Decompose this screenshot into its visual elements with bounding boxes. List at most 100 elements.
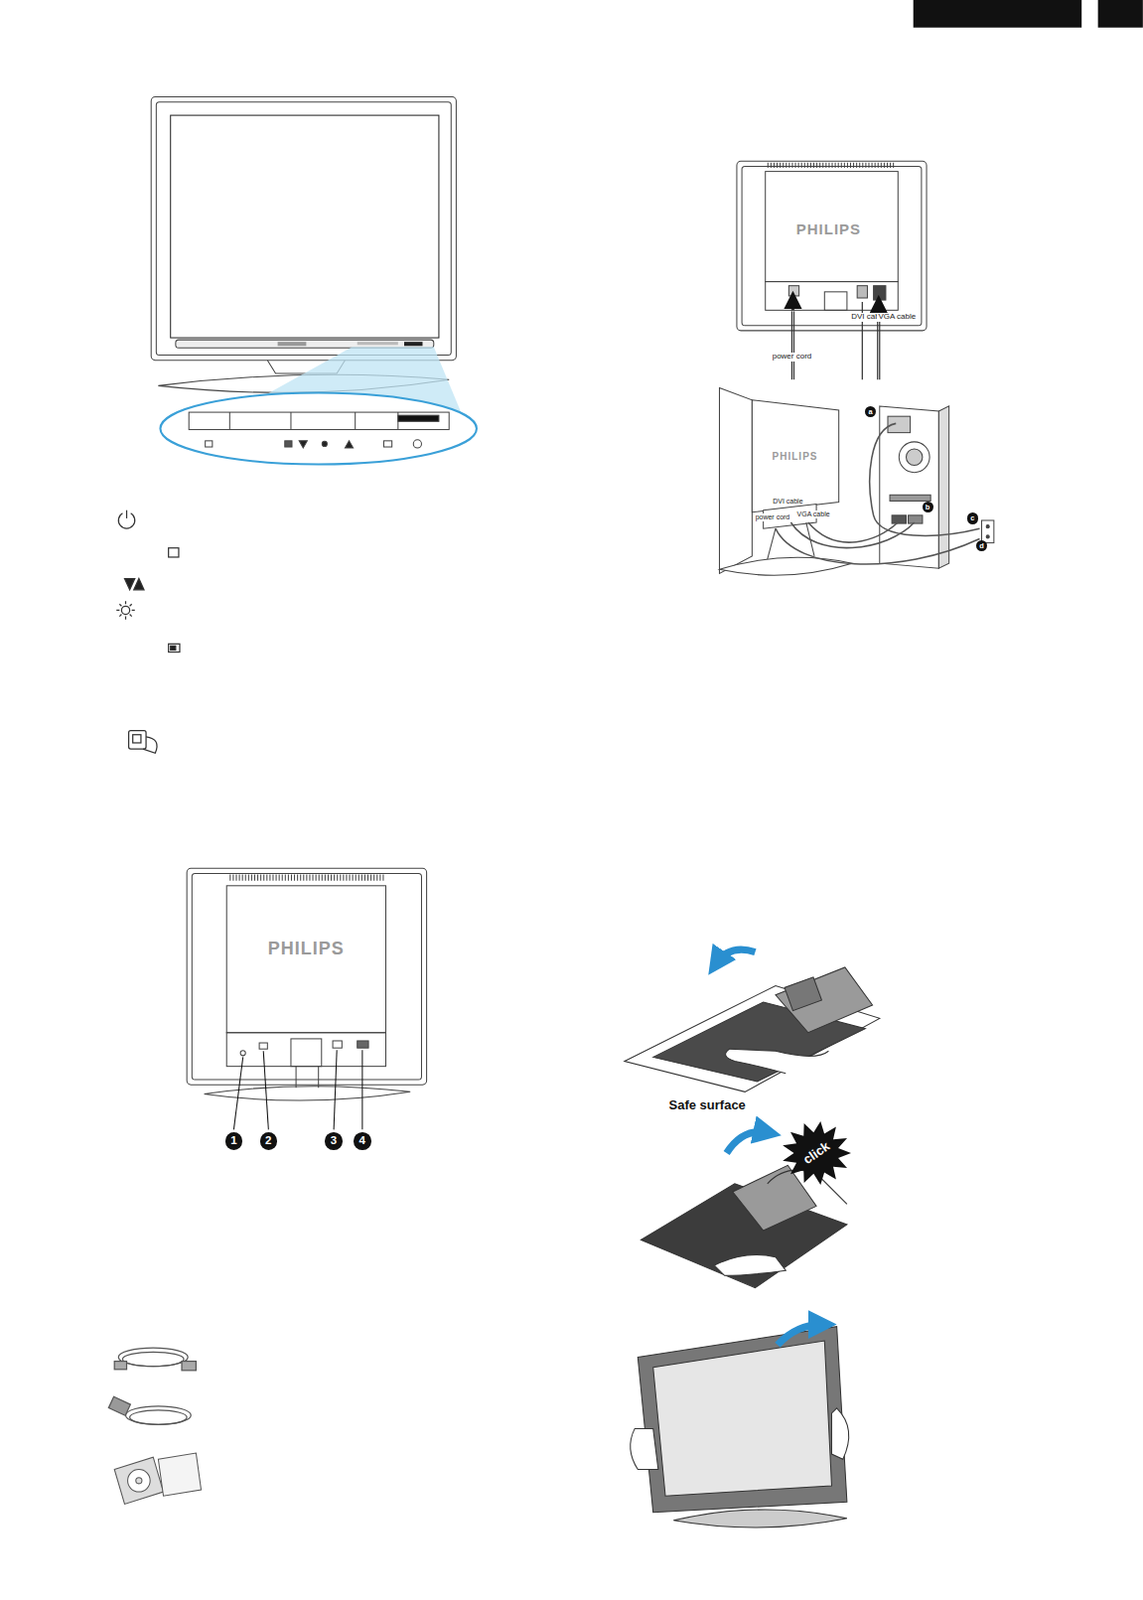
stand-attach [640,1121,852,1288]
monitor-rear [290,1038,322,1067]
monitor-upright [630,1324,850,1528]
control-icons [168,548,179,558]
button-bar [383,440,392,447]
button-bar [285,440,292,447]
control-icons [129,730,146,749]
cd-booklet-icon [136,1477,143,1484]
monitor-front [175,339,434,348]
monitor-front [155,102,451,356]
power-cord-icon [118,1347,188,1366]
click-text: click [800,1139,833,1167]
zoom-highlight [159,393,477,465]
callout-number: 3 [324,1132,342,1149]
monitor-upright [637,1326,848,1513]
cable-label: power cord [771,352,814,362]
callout-letter: a [864,406,876,418]
cd-booklet-icon [114,1452,201,1504]
monitor-rear [186,867,427,1085]
wall-outlet [982,520,995,544]
computer-tower [889,494,931,501]
monitor-upright [831,1408,849,1459]
monitor-front [150,97,456,361]
safe-surface [725,1048,830,1074]
monitor-rear-connections [736,160,927,331]
button-bar [321,440,327,446]
monitor-rear-connections [741,165,922,325]
control-icons [124,578,135,590]
cd-booklet-icon [128,1468,151,1492]
monitor-rear [226,885,386,1033]
button-bar [188,412,449,448]
button-bar [413,439,422,448]
safe-surface [624,949,880,1092]
leader-line [233,1056,243,1130]
computer-tower [938,406,949,569]
control-icons [126,510,128,519]
monitor-rear [204,1086,412,1101]
cable [790,522,914,549]
computer-tower [879,406,950,569]
monitor-upright [777,1324,823,1346]
caption-text: Safe surface [669,1098,746,1113]
cable-label: power cord [754,513,792,522]
control-icons [121,605,130,614]
wall-outlet [986,525,990,529]
control-icons [134,578,144,590]
cable [876,303,880,312]
button-bar [354,412,356,429]
control-icons [116,600,135,619]
cable [791,299,795,310]
zoom-highlight [159,346,477,464]
stand-attach [714,1254,786,1276]
callout-number: 2 [260,1132,278,1149]
monitor-rear [259,1042,268,1049]
monitor-rear [240,1050,246,1056]
page-tab [913,0,1083,28]
cd-booklet-icon [157,1452,201,1496]
monitor-front [170,115,439,338]
leader-line [361,1049,363,1130]
control-icons [168,643,180,652]
callout-number: 1 [225,1132,243,1149]
monitor-rear-connections [767,162,896,168]
wall-outlet [982,520,995,544]
monitor-side-view [751,400,839,513]
leader-line [333,1049,337,1130]
monitor-rear [295,1066,319,1089]
cable [775,528,980,565]
safe-surface [775,967,873,1033]
monitor-side-view [718,387,752,573]
page-tab [913,0,1143,28]
page-tab [1098,0,1143,28]
computer-tower [898,441,930,473]
monitor-rear [229,874,386,881]
computer-tower [908,515,923,524]
button-bar [229,412,231,429]
monitor-rear-connections [873,285,886,300]
brand-logo: PHILIPS [268,939,345,960]
cable [869,423,981,536]
power-cord-icon [122,1351,184,1366]
monitor-side-view [718,557,853,575]
vga-cable-icon [108,1396,131,1416]
monitor-front [404,341,423,346]
button-bar [344,440,353,448]
cable-label: VGA cable [796,510,832,519]
button-bar [188,412,449,429]
callout-letter: d [976,540,988,552]
monitor-upright [673,1509,848,1528]
monitor-upright [653,1340,833,1496]
stand-attach [782,1121,852,1185]
button-bar [205,440,213,447]
callout-letter: c [967,512,979,524]
safe-surface [784,977,822,1011]
computer-tower [879,406,940,569]
cable-label: DVI cable [771,497,804,506]
monitor-rear [191,872,422,1080]
monitor-rear [186,867,427,1101]
cable [791,299,879,380]
button-bar [398,415,439,422]
brand-logo: PHILIPS [796,221,861,239]
